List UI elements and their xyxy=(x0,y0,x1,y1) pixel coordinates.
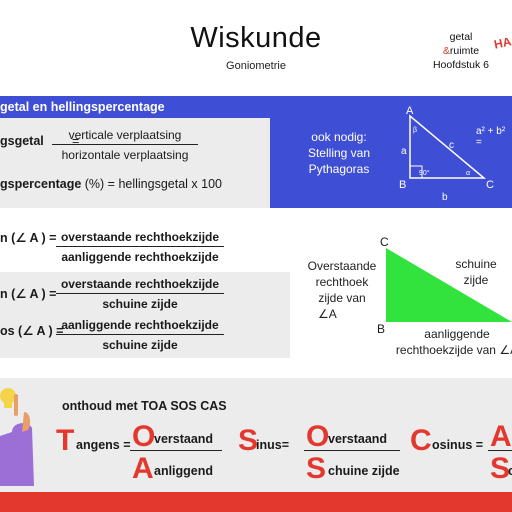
side-c: c xyxy=(449,140,454,151)
sinus-rest: inus= xyxy=(256,438,289,452)
tangens-a-rest: anliggend xyxy=(154,464,214,478)
fraction-denominator: horizontale verplaatsing xyxy=(61,148,189,162)
triangle-shape xyxy=(386,248,512,322)
section-title: getal en hellingspercentage xyxy=(0,100,165,114)
cos-denominator: schuine zijde xyxy=(102,338,178,352)
pythagoras-triangle: A B C a b c 90° β α xyxy=(399,105,494,203)
ratio-triangle xyxy=(386,248,512,322)
note-line3: Pythagoras xyxy=(308,162,370,176)
cosinus-s-initial: S xyxy=(490,452,511,485)
cosinus-a-initial: A xyxy=(490,420,512,453)
angle-beta: β xyxy=(413,127,417,134)
tangens-fraction-line xyxy=(130,450,222,451)
tan-fraction: overstaande rechthoekzijde aanliggende r… xyxy=(56,230,224,264)
sin-numerator: overstaande rechthoekzijde xyxy=(56,277,224,294)
sinus-fraction-line xyxy=(304,450,400,451)
sinus-o-rest: verstaand xyxy=(328,432,388,446)
chapter-amp: & xyxy=(442,45,450,57)
lightbulb-icon xyxy=(0,388,16,404)
fraction-numerator: verticale verplaatsing xyxy=(52,128,198,145)
triangle-vertex-b: B xyxy=(377,322,386,336)
cos-numerator: aanliggende rechthoekzijde xyxy=(56,318,224,335)
opposite-line1: Overstaande xyxy=(307,259,377,273)
hyp-line1: schuine xyxy=(455,257,497,271)
note-line1: ook nodig: xyxy=(311,130,367,144)
hellings-panel xyxy=(0,118,270,208)
chapter-line3: Hoofdstuk 6 xyxy=(432,59,490,71)
opposite-line2: rechthoek xyxy=(315,275,369,289)
hellingsgetal-label: gsgetal xyxy=(0,134,44,148)
side-b: b xyxy=(442,192,448,203)
mnemonic-panel xyxy=(0,378,512,492)
adj-line1: aanliggende xyxy=(424,327,490,341)
sin-denominator: schuine zijde xyxy=(102,297,178,311)
hellingsgetal-equals: = xyxy=(72,134,80,148)
cos-fraction: aanliggende rechthoekzijde schuine zijde xyxy=(56,318,224,352)
opposite-line3: zijde van xyxy=(318,291,366,305)
ratios-panel xyxy=(0,272,290,358)
pythagoras-panel xyxy=(270,118,512,208)
angle-alpha: α xyxy=(466,170,470,177)
person-hand xyxy=(22,412,31,432)
tangens-rest: angens = xyxy=(76,438,131,452)
percent-label: gspercentage xyxy=(0,177,82,191)
sinus-o-initial: O xyxy=(306,420,330,453)
opposite-side-label: Overstaande rechthoek zijde van ∠A xyxy=(300,258,384,322)
tangens-a-initial: A xyxy=(132,452,154,485)
hellingsgetal-fraction: verticale verplaatsing horizontale verpl… xyxy=(52,128,198,162)
sin-label: n (∠ A ) = xyxy=(0,287,57,301)
chapter-line2: &ruimte xyxy=(426,44,496,58)
side-a: a xyxy=(401,146,407,157)
tangens-initial: T xyxy=(56,424,75,457)
person-finger xyxy=(14,394,18,416)
adj-line2: rechthoekzijde van ∠A xyxy=(395,343,512,357)
vertex-c: C xyxy=(486,179,494,191)
section-header-bar xyxy=(0,96,512,118)
right-angle-mark xyxy=(409,165,423,179)
person-illustration xyxy=(0,388,34,486)
triangle-vertex-c: C xyxy=(380,235,389,249)
cosinus-initial: C xyxy=(410,424,432,457)
adjacent-side-label: aanliggende rechthoekzijde van ∠A xyxy=(392,326,512,358)
mnemonic-title: onthoud met TOA SOS CAS xyxy=(62,399,227,413)
triangle-outline xyxy=(409,114,487,179)
hyp-line2: zijde xyxy=(463,273,489,287)
tan-numerator: overstaande rechthoekzijde xyxy=(56,230,224,247)
page-title: Wiskunde xyxy=(190,22,322,54)
cosinus-rest: osinus = xyxy=(432,438,484,452)
sinus-initial: S xyxy=(238,424,259,457)
chapter-info: getal &ruimte Hoofdstuk 6 xyxy=(426,30,496,72)
person-body xyxy=(0,423,34,486)
vertex-a: A xyxy=(406,105,414,117)
tangens-o-initial: O xyxy=(132,420,156,453)
tan-label: n (∠ A ) = xyxy=(0,231,57,245)
pythagoras-formula: a² + b² = xyxy=(476,126,506,148)
angle-90: 90° xyxy=(419,169,430,177)
sin-fraction: overstaande rechthoekzijde schuine zijde xyxy=(56,277,224,311)
hypotenuse-label: schuine zijde xyxy=(448,256,504,288)
vertex-b: B xyxy=(399,179,406,191)
chapter-line1: getal xyxy=(449,31,473,43)
sinus-s-rest: chuine zijde xyxy=(328,464,400,478)
page-subtitle: Goniometrie xyxy=(226,60,286,72)
opposite-line4: ∠A xyxy=(318,307,337,321)
tan-denominator: aanliggende rechthoekzijde xyxy=(61,250,219,264)
hellingspercentage-line: gspercentage (%) = hellingsgetal x 100 xyxy=(0,177,222,191)
sinus-s-initial: S xyxy=(306,452,327,485)
tangens-o-rest: verstaand xyxy=(154,432,214,446)
chapter-word: ruimte xyxy=(449,45,480,57)
cos-label: os (∠ A ) = xyxy=(0,324,64,338)
cosinus-s-rest: c xyxy=(508,464,512,478)
footer-bar xyxy=(0,492,512,512)
note-line2: Stelling van xyxy=(307,146,371,160)
pythagoras-note: ook nodig: Stelling van Pythagoras xyxy=(290,129,388,177)
percent-formula: (%) = hellingsgetal x 100 xyxy=(84,177,222,191)
cosinus-fraction-line xyxy=(488,450,512,451)
